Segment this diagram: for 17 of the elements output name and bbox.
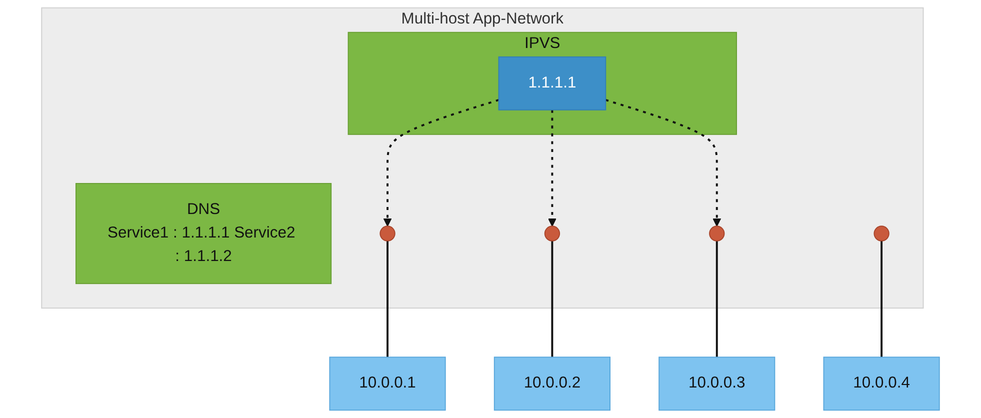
node-box: 10.0.0.1 (329, 356, 446, 411)
connector (551, 240, 554, 358)
node-circle (874, 226, 890, 242)
arrow (548, 110, 557, 227)
node-box: 10.0.0.4 (823, 356, 940, 411)
node-circle (380, 226, 396, 242)
arrow (383, 99, 500, 227)
node-circle (544, 226, 560, 242)
node-box: 10.0.0.2 (494, 356, 610, 411)
arrow (605, 99, 722, 227)
connector (386, 240, 388, 358)
node-box: 10.0.0.3 (658, 356, 776, 411)
node-box: DNS Service1 : 1.1.1.1 Service2 : 1.1.1.2 (76, 183, 332, 284)
connector (880, 240, 883, 358)
node-circle (709, 226, 725, 242)
connector (716, 240, 718, 358)
node-box: 1.1.1.1 (498, 56, 606, 110)
